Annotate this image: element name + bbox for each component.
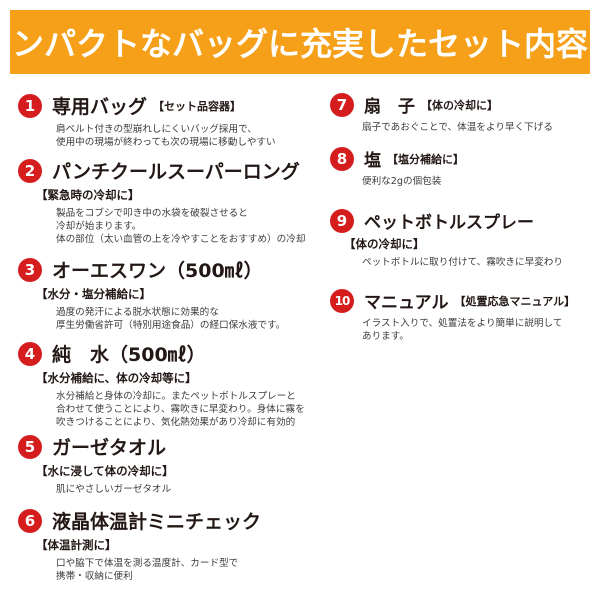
item-number-badge: 7	[330, 92, 354, 117]
item-number-badge: 9	[330, 208, 354, 233]
item-bottle-spray: 9 ペットボトルスプレー 【体の冷却に】 ペットボトルに取り付けて、霧吹きに早変…	[330, 208, 600, 269]
item-tag: 【水分・塩分補給に】	[36, 287, 151, 301]
item-description: 肌にやさしいガーゼタオル	[56, 484, 172, 495]
item-thermometer: 6 液晶体温計ミニチェック 【体温計測に】 口や脇下で体温を測る温度計、カード型…	[18, 507, 318, 583]
item-name: 塩	[364, 151, 381, 171]
item-punch-cool: 2 パンチクールスーパーロング 【緊急時の冷却に】 製品をコブシで叩き中の水袋を…	[18, 157, 318, 246]
item-description: ペットボトルに取り付けて、霧吹きに早変わり	[362, 257, 563, 268]
item-number-badge: 5	[18, 434, 42, 459]
item-bag: 1 専用バッグ 【セット品容器】 肩ベルト付きの型崩れしにくいバッグ採用で、 使…	[18, 92, 318, 149]
item-description: 便利な2gの個包装	[362, 176, 442, 187]
header-banner: コンパクトなバッグに充実したセット内容！	[0, 10, 600, 74]
item-tag: 【水分補給に、体の冷却等に】	[36, 371, 197, 385]
item-name: パンチクールスーパーロング	[52, 161, 300, 183]
banner-title: コンパクトなバッグに充実したセット内容！	[0, 25, 600, 63]
item-tag: 【体の冷却に】	[421, 98, 498, 112]
item-tag: 【塩分補給に】	[387, 152, 464, 166]
item-tag: 【セット品容器】	[153, 99, 242, 113]
item-description: 口や脇下で体温を測る温度計、カード型で 携帯・収納に便利	[56, 558, 239, 582]
item-tag: 【体の冷却に】	[344, 237, 425, 251]
item-name: ペットボトルスプレー	[364, 213, 534, 233]
item-gauze-towel: 5 ガーゼタオル 【水に浸して体の冷却に】 肌にやさしいガーゼタオル	[18, 433, 318, 496]
item-description: 過度の発汗による脱水状態に効果的な 厚生労働省許可（特別用途食品）の経口保水液で…	[56, 307, 286, 331]
item-description: 水分補給と身体の冷却に。またペットボトルスプレーと 合わせて使うことにより、霧吹…	[56, 391, 305, 428]
item-name: 純 水（500㎖）	[52, 344, 206, 366]
item-tag: 【緊急時の冷却に】	[36, 188, 140, 202]
item-tag: 【体温計測に】	[36, 538, 117, 552]
item-manual: 10 マニュアル 【処置応急マニュアル】 イラスト入りで、処置法をより簡単に説明…	[330, 288, 600, 343]
item-number-badge: 10	[330, 288, 354, 313]
item-tag: 【水に浸して体の冷却に】	[36, 464, 174, 478]
item-name: オーエスワン（500㎖）	[52, 260, 263, 282]
item-pure-water: 4 純 水（500㎖） 【水分補給に、体の冷却等に】 水分補給と身体の冷却に。ま…	[18, 340, 318, 429]
item-name: マニュアル	[364, 293, 449, 313]
item-tag: 【処置応急マニュアル】	[454, 294, 576, 308]
item-number-badge: 6	[18, 508, 42, 533]
item-number-badge: 1	[18, 93, 42, 118]
item-name: 液晶体温計ミニチェック	[52, 511, 262, 533]
item-name: ガーゼタオル	[52, 437, 167, 459]
item-salt: 8 塩 【塩分補給に】 便利な2gの個包装	[330, 146, 600, 188]
item-number-badge: 4	[18, 341, 42, 366]
item-number-badge: 2	[18, 158, 42, 183]
item-description: 肩ベルト付きの型崩れしにくいバッグ採用で、 使用中の現場が終わっても次の現場に移…	[56, 124, 276, 148]
item-number-badge: 3	[18, 257, 42, 282]
item-name: 専用バッグ	[52, 96, 148, 118]
item-os1: 3 オーエスワン（500㎖） 【水分・塩分補給に】 過度の発汗による脱水状態に効…	[18, 256, 318, 332]
item-number-badge: 8	[330, 146, 354, 171]
item-description: 製品をコブシで叩き中の水袋を破裂させると 冷却が始まります。 体の部位（太い血管…	[56, 208, 306, 245]
item-description: 扇子であおぐことで、体温をより早く下げる	[362, 122, 553, 133]
item-description: イラスト入りで、処置法をより簡単に説明して あります。	[362, 318, 563, 342]
item-folding-fan: 7 扇 子 【体の冷却に】 扇子であおぐことで、体温をより早く下げる	[330, 92, 600, 134]
item-name: 扇 子	[364, 97, 415, 117]
